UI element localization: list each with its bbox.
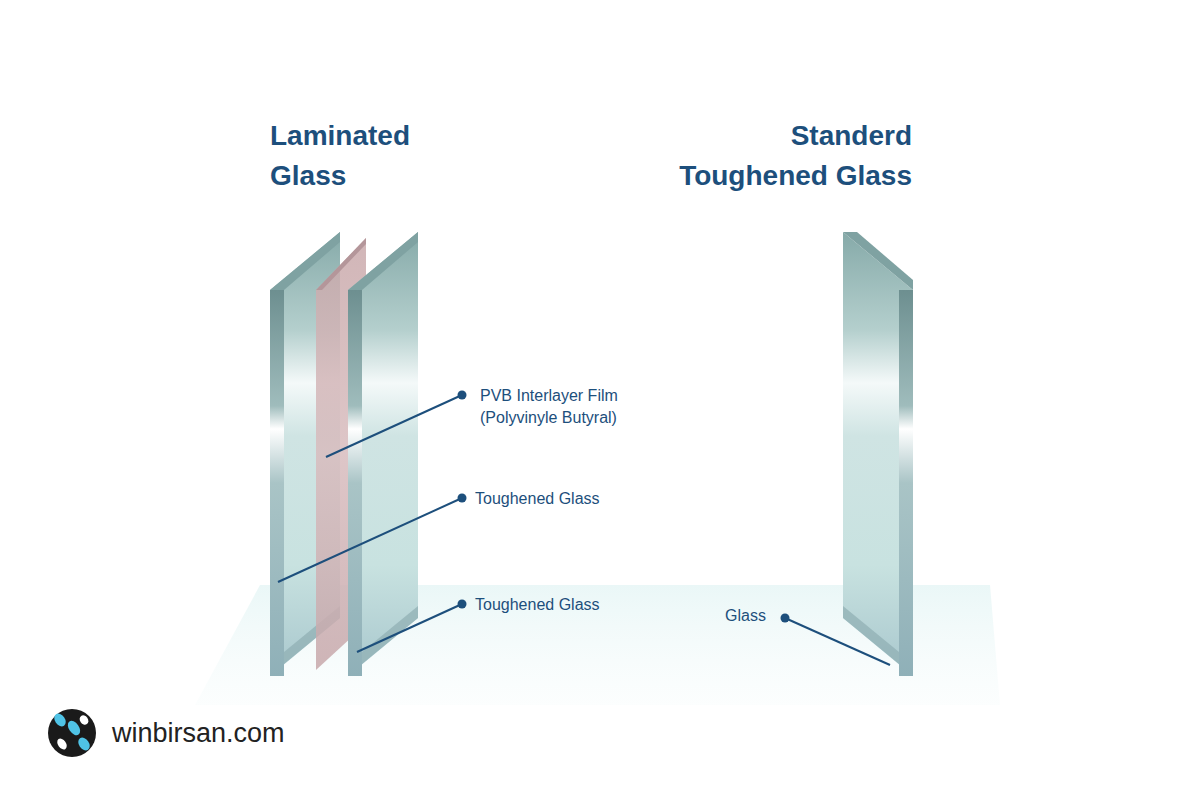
toughened-pane bbox=[348, 232, 418, 676]
part-label: Glass bbox=[700, 605, 766, 627]
part-label: PVB Interlayer Film (Polyvinyle Butyral) bbox=[480, 385, 658, 429]
watermark: winbirsan.com bbox=[112, 716, 372, 750]
part-label: Toughened Glass bbox=[475, 594, 675, 616]
glass-pane bbox=[843, 232, 913, 676]
heading: Standerd Toughened Glass bbox=[648, 116, 912, 196]
logo-icon bbox=[48, 709, 96, 757]
heading: Laminated Glass bbox=[270, 116, 440, 196]
part-label: Toughened Glass bbox=[475, 488, 675, 510]
leader-lines bbox=[278, 391, 890, 666]
